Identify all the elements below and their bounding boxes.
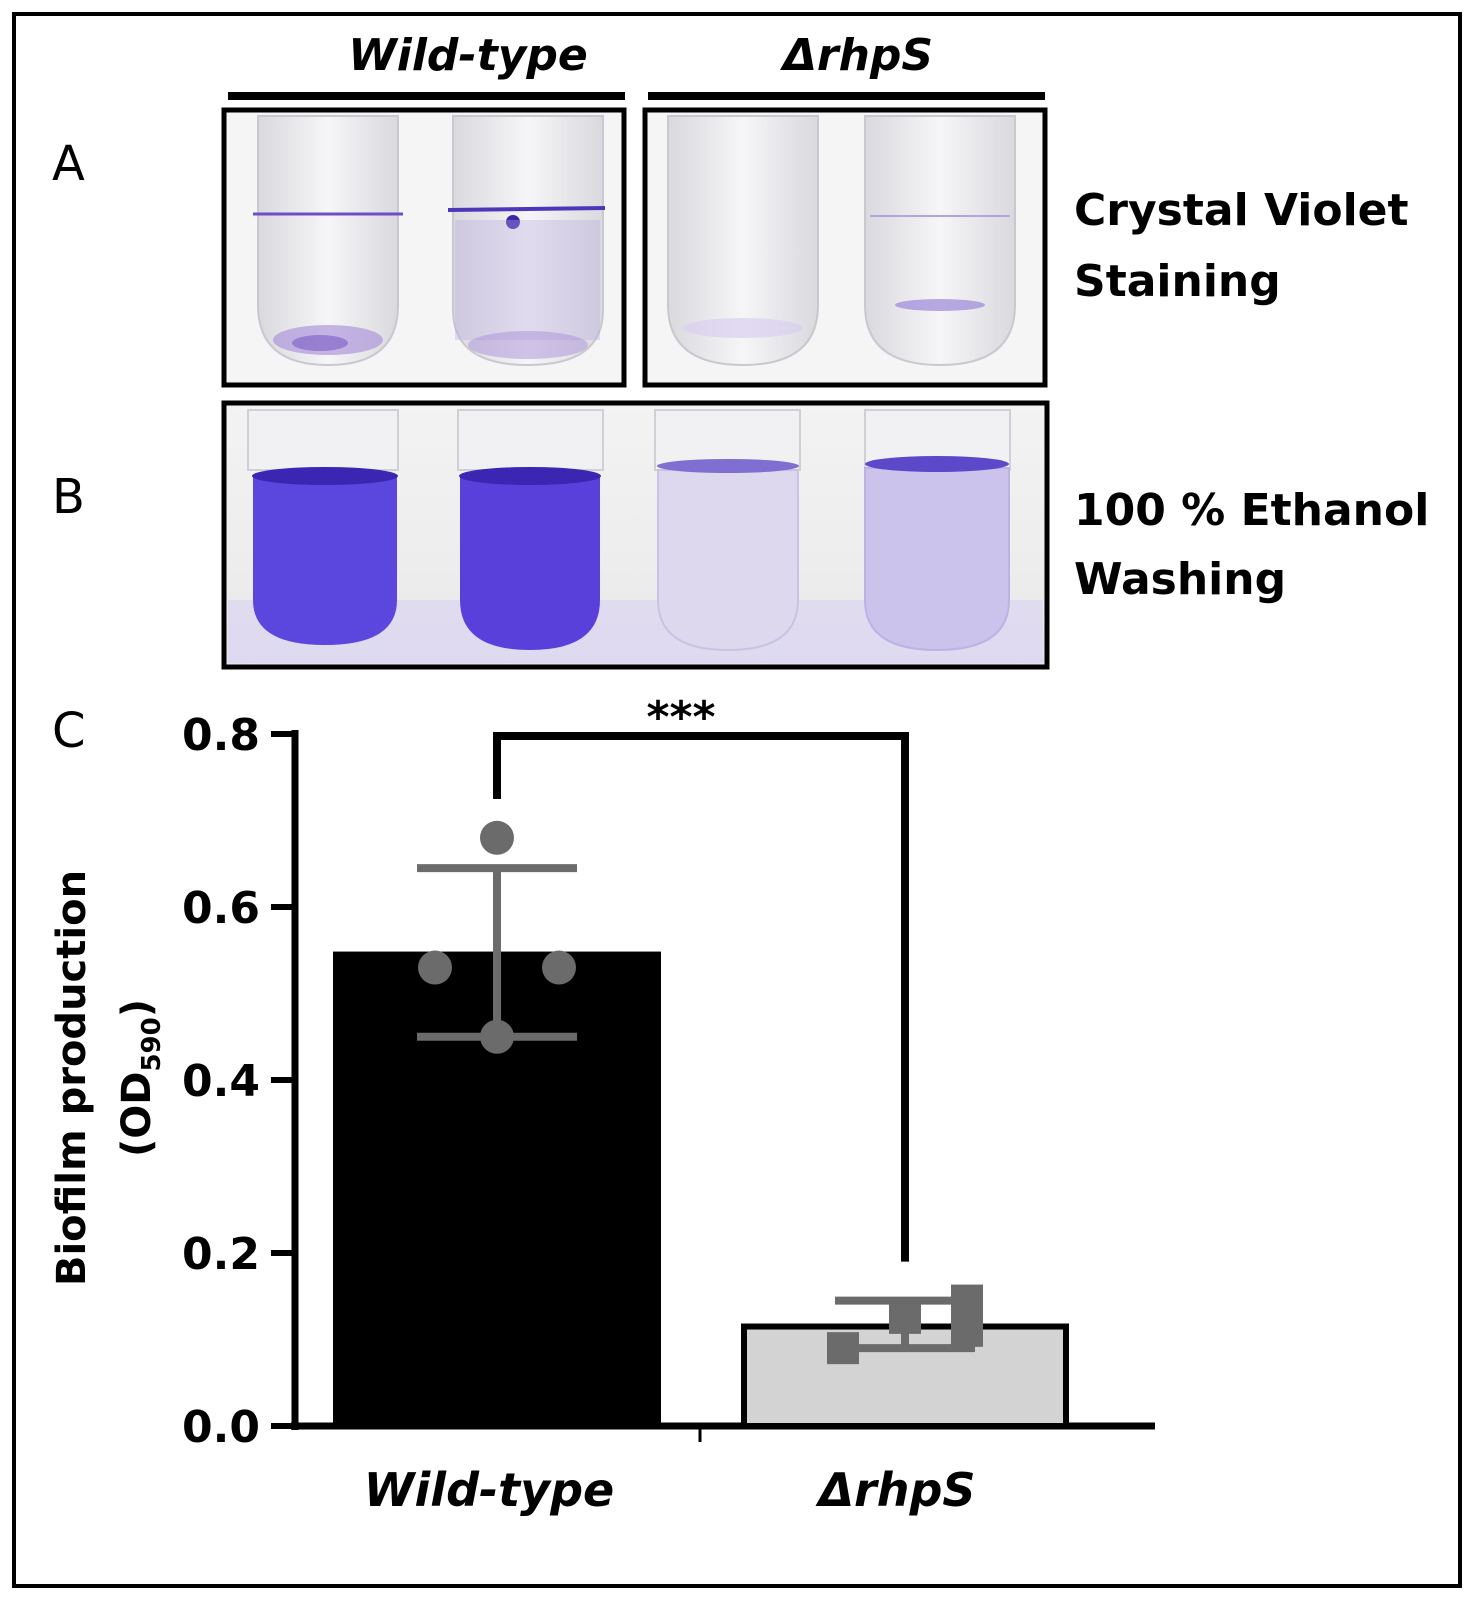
tube-mut-2 [864,115,1016,367]
header-wildtype-bar [228,92,625,100]
y-tick-label: 0.6 [182,883,260,934]
panel-c-chart: *** 0.0 0.2 0.4 0.6 0.8 Wild-type ΔrhpS Biofi… [49,692,1155,1517]
data-point-mutant [951,1314,983,1347]
significance-label: *** [646,692,715,743]
tube-b-mut-1 [654,409,801,652]
panel-b-photo [221,400,1050,670]
data-point-mutant [889,1301,921,1334]
header-mutant-bar [648,92,1045,100]
y-tick-label: 0.4 [182,1056,260,1107]
chart-significance: *** [493,692,909,1262]
chart-tick-labels: 0.0 0.2 0.4 0.6 0.8 [182,710,260,1453]
data-point-wildtype [480,1019,514,1054]
panel-b-label-line2: Washing [1074,554,1286,605]
chart-category-labels: Wild-type ΔrhpS [364,1463,976,1517]
tube-b-mut-2 [864,409,1011,652]
header-wildtype-label: Wild-type [348,30,588,81]
data-point-wildtype [480,820,514,855]
chart-points [418,820,983,1365]
panel-letter-b: B [52,469,85,525]
y-axis-unit-open: (OD [114,1072,160,1158]
y-axis-unit-close: ) [114,999,160,1017]
data-point-wildtype [418,950,452,985]
tube-wt-1 [253,115,403,367]
panel-letter-a: A [52,136,85,192]
tube-b-wt-1 [247,409,399,645]
panel-a-photo-wildtype [221,107,627,388]
data-point-mutant [827,1332,859,1365]
y-tick-label: 0.0 [182,1402,260,1453]
y-axis-unit: (OD590) [114,999,167,1157]
data-point-mutant [951,1284,983,1317]
panel-b-label-line1: 100 % Ethanol [1074,485,1429,536]
panel-a-label-line1: Crystal Violet [1074,185,1409,236]
data-point-wildtype [542,950,576,985]
x-category-label: ΔrhpS [814,1463,975,1517]
y-axis-unit-sub: 590 [137,1017,167,1071]
header-mutant-label: ΔrhpS [780,30,933,81]
y-tick-label: 0.8 [182,710,260,761]
chart-bars [333,951,1069,1430]
y-tick-label: 0.2 [182,1229,260,1280]
y-axis-title: Biofilm production [49,870,95,1286]
tube-mut-1 [667,115,819,367]
panel-a-label-line2: Staining [1074,256,1281,307]
panel-a-photo-mutant [642,107,1048,388]
x-category-label: Wild-type [364,1463,614,1517]
panel-letter-c: C [52,703,86,759]
tube-b-wt-2 [457,409,604,650]
tube-wt-2 [447,115,606,367]
significance-bracket [493,732,909,1262]
